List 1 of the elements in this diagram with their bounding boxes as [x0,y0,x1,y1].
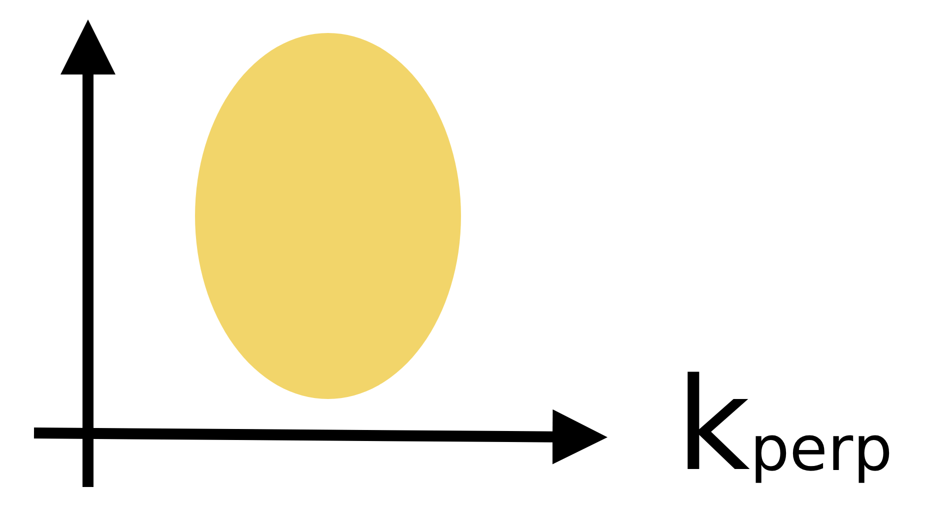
ellipse-region [195,33,461,399]
